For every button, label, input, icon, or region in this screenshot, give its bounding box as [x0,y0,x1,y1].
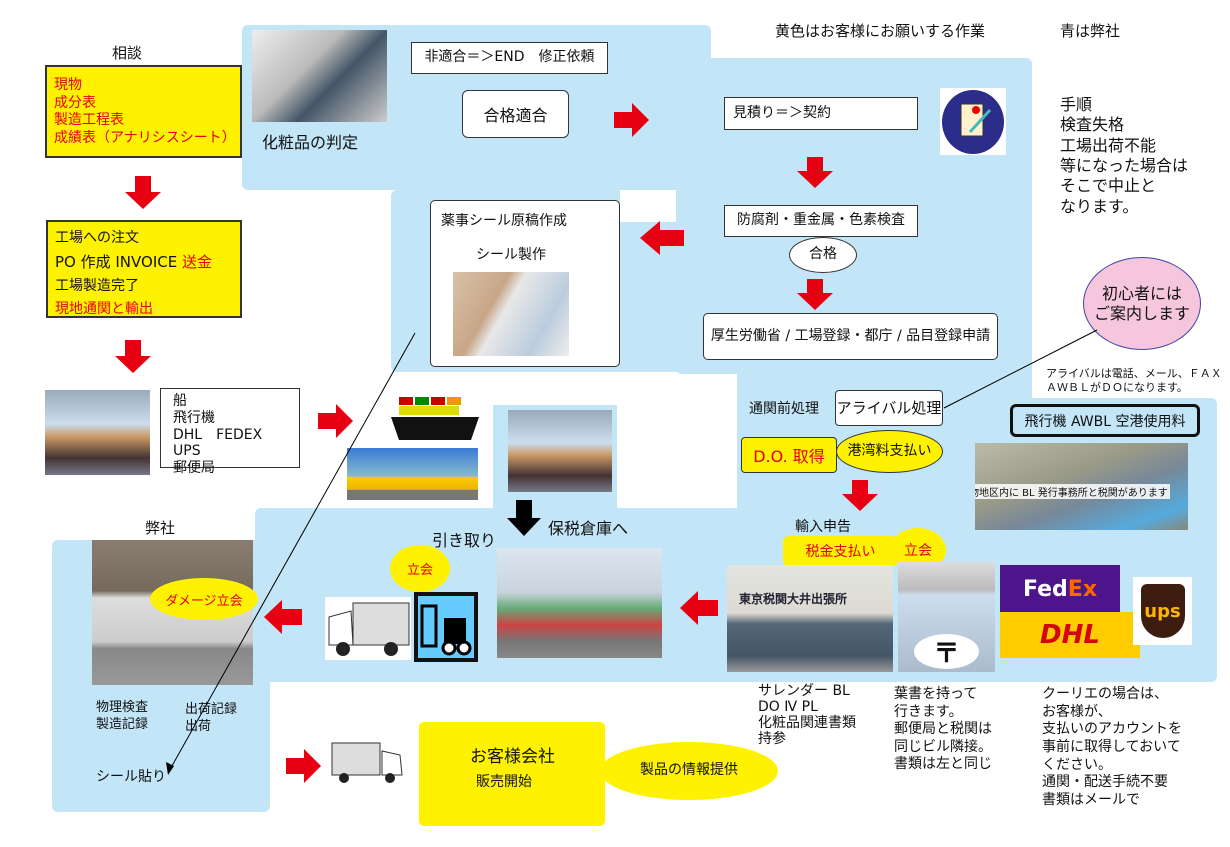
import-declaration: 輸入申告 [795,519,851,535]
truck-icon [325,597,411,660]
customer-title: お客様会社 [470,747,555,767]
pickup-label: 引き取り [432,531,497,550]
arrow-right-icon [318,404,353,438]
arrow-down-icon [125,340,141,356]
tax-payment: 税金支払い [783,536,898,566]
arrival-note: アライバルは電話、メール、ＦＡＸ ＡＷＢＬがＤＯになります。 [1046,367,1222,395]
meeting-photo [252,30,387,122]
order-box: 工場への注文 PO 作成 INVOICE 送金 工場製造完了 現地通関と輸出 [46,220,242,318]
arrow-down-icon [797,171,833,188]
seal-box: 薬事シール原稿作成 シール製作 [430,200,620,367]
port-fee-ellipse: 港湾料支払い [836,430,943,473]
arrival-box: アライバル処理 [835,390,943,426]
sales-start: 販売開始 [476,774,532,790]
air-awbl-box: 飛行機 AWBL 空港使用料 [1010,404,1200,437]
arrow-down-icon [115,356,151,373]
dhl-plane-photo [347,448,478,500]
arrow-down-icon [807,279,823,293]
pickup-witness: 立会 [390,545,450,592]
customer-box: お客様会社 販売開始 [419,722,605,826]
arrow-right-icon [286,749,321,783]
registration-box: 厚生労働省 / 工場登録・都庁 / 品目登録申請 [703,313,998,360]
legend-yellow: 黄色はお客様にお願いする作業 [775,22,986,40]
pass-box: 合格適合 [462,90,569,138]
arrow-down-icon [125,192,161,209]
inspection-pass: 合格 [789,237,857,273]
damage-witness: ダメージ立会 [150,578,258,620]
company-shipping: 出荷記録 出荷 [185,702,238,734]
arrow-down-icon [135,176,151,192]
airport-aerial-photo: 貨物地区内に BL 発行事務所と税関があります [975,443,1188,530]
consult-item: 製造工程表 [54,112,124,128]
contract-box: 見積り＝＞契約 [724,97,918,130]
consult-item: 成分表 [54,94,96,111]
consult-title: 相談 [112,44,143,62]
arrow-down-icon [852,480,868,494]
company-seal-labeling: シール貼り [96,769,166,785]
transport-box: 船 飛行機 DHL FEDEX UPS 郵便局 [160,388,300,476]
cargo-caption: 貨物地区内に BL 発行事務所と税関があります [975,484,1170,499]
fail-box: 非適合＝＞END 修正依頼 [411,42,608,74]
consult-item: 成績表（アナリシスシート） [54,129,236,146]
arrow-left-icon [640,221,684,255]
seal-photo [453,272,569,356]
post-office-photo: 〒 [898,562,995,672]
arrow-down-black-icon [507,500,541,536]
docs-courier: クーリエの場合は、 お客様が、 支払いのアカウントを 事前に取得しておいて くだ… [1042,686,1182,808]
do-box: D.O. 取得 [741,437,837,473]
arrow-left-icon [680,591,718,625]
company-title: 弊社 [145,519,176,537]
delivery-truck-icon [331,742,403,783]
arrow-right-icon [614,103,649,137]
order-line2: PO 作成 INVOICE [55,253,178,271]
customs-office-photo: 東京税関大井出張所 [727,565,893,672]
legend-blue: 青は弊社 [1060,22,1121,40]
order-line3: 工場製造完了 [55,278,139,294]
company-checks: 物理検査 製造記録 [96,700,149,732]
post-mark-icon: 〒 [914,634,979,669]
product-info-ellipse: 製品の情報提供 [600,742,778,800]
arrow-down-icon [807,157,823,171]
arrow-left-icon [264,600,302,634]
pre-clearance-label: 通関前処理 [749,401,819,417]
ship-photo [508,410,612,492]
beginner-bubble: 初心者には ご案内します [1083,257,1201,350]
consult-item: 現物 [54,77,82,93]
dhl-logo: DHL [1000,612,1140,658]
forklift-icon [414,592,478,662]
judge-caption: 化粧品の判定 [262,133,359,152]
docs-customs: サレンダー BL DO Ⅳ PL 化粧品関連書類 持参 [758,683,856,748]
arrow-down-icon [842,494,878,511]
arrow-down-icon [797,293,833,310]
docs-post: 葉書を持って 行きます。 郵便局と税関は 同じビル隣接。 書類は左と同じ [894,686,992,772]
procedure-note: 手順 検査失格 工場出荷不能 等になった場合は そこで中止と なります。 [1060,95,1189,216]
customs-sign: 東京税関大井出張所 [739,592,848,606]
seal-draft: 薬事シール原稿作成 [441,213,567,229]
order-line4: 現地通関と輸出 [55,301,153,317]
order-line1: 工場への注文 [55,230,139,246]
contract-document-icon [940,88,1006,155]
remittance: 送金 [182,253,213,271]
inspection-box: 防腐剤・重金属・色素検査 [724,205,918,237]
ups-logo: ups [1133,577,1192,645]
consult-box: 現物 成分表 製造工程表 成績表（アナリシスシート） [45,65,242,158]
panel-gap [620,190,676,222]
bonded-road-photo [497,548,662,658]
seal-make: シール製作 [476,247,546,263]
bonded-warehouse-label: 保税倉庫へ [548,519,629,538]
cargo-ship-icon [391,397,479,440]
container-ship-photo [45,390,150,475]
